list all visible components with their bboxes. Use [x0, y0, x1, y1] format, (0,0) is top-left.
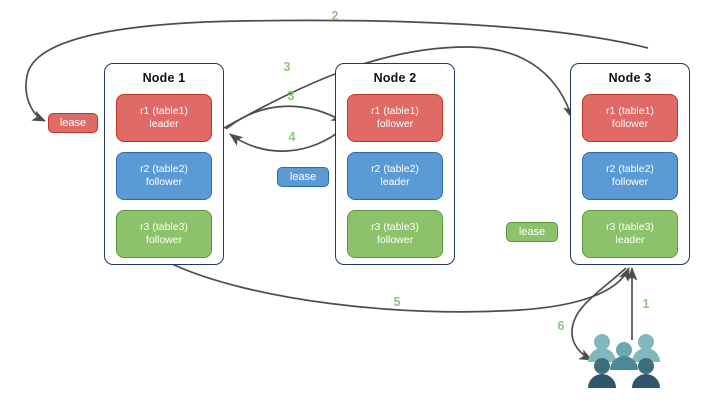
replica-role: follower	[376, 118, 414, 130]
replica-name: r2 (table2)	[371, 163, 419, 175]
lease-badge-r3[interactable]: lease	[506, 222, 558, 242]
replica-role: follower	[376, 234, 414, 246]
replica-role: follower	[611, 118, 649, 130]
step-label-4: 4	[288, 130, 296, 144]
replica-r3[interactable]: r3 (table3) follower	[347, 210, 443, 258]
replica-r2[interactable]: r2 (table2) leader	[347, 152, 443, 200]
replica-role: leader	[615, 234, 645, 246]
replica-r1[interactable]: r1 (table1) leader	[116, 94, 212, 142]
replica-r2[interactable]: r2 (table2) follower	[582, 152, 678, 200]
replica-name: r2 (table2)	[140, 163, 188, 175]
replica-role: leader	[149, 118, 179, 130]
node-card-3[interactable]: Node 3 r1 (table1) follower r2 (table2) …	[570, 63, 690, 265]
step-label-3-lower: 3	[287, 89, 295, 103]
node-title: Node 1	[142, 71, 186, 85]
replica-r1[interactable]: r1 (table1) follower	[582, 94, 678, 142]
step-label-1: 1	[642, 297, 650, 311]
replica-role: follower	[145, 234, 183, 246]
replica-r3[interactable]: r3 (table3) leader	[582, 210, 678, 258]
replica-name: r3 (table3)	[140, 221, 188, 233]
arrow-step-4-node2-to-node1	[229, 125, 347, 152]
lease-badge-r1[interactable]: lease	[48, 113, 98, 133]
replica-name: r3 (table3)	[371, 221, 419, 233]
replica-name: r3 (table3)	[606, 221, 654, 233]
step-label-2: 2	[331, 9, 339, 23]
arrow-step-6	[571, 267, 627, 361]
arrow-step-3-node1-to-node3	[223, 46, 574, 129]
replica-role: leader	[380, 176, 410, 188]
replica-r1[interactable]: r1 (table1) follower	[347, 94, 443, 142]
node-title: Node 3	[608, 71, 652, 85]
arrow-step-5	[171, 263, 630, 313]
step-label-3-upper: 3	[283, 60, 291, 74]
node-title: Node 2	[373, 71, 417, 85]
replica-role: follower	[611, 176, 649, 188]
users-group-icon	[588, 334, 660, 388]
replica-name: r2 (table2)	[606, 163, 654, 175]
step-label-5: 5	[393, 295, 401, 309]
node-card-2[interactable]: Node 2 r1 (table1) follower r2 (table2) …	[335, 63, 455, 265]
replica-name: r1 (table1)	[371, 105, 419, 117]
replica-name: r1 (table1)	[140, 105, 188, 117]
arrow-step-2	[25, 19, 649, 122]
arrow-step-3-node1-to-node2	[225, 105, 345, 130]
replica-r2[interactable]: r2 (table2) follower	[116, 152, 212, 200]
replica-name: r1 (table1)	[606, 105, 654, 117]
node-card-1[interactable]: Node 1 r1 (table1) leader r2 (table2) fo…	[104, 63, 224, 265]
replica-role: follower	[145, 176, 183, 188]
replica-r3[interactable]: r3 (table3) follower	[116, 210, 212, 258]
step-label-6: 6	[557, 319, 565, 333]
lease-badge-r2[interactable]: lease	[277, 167, 329, 187]
